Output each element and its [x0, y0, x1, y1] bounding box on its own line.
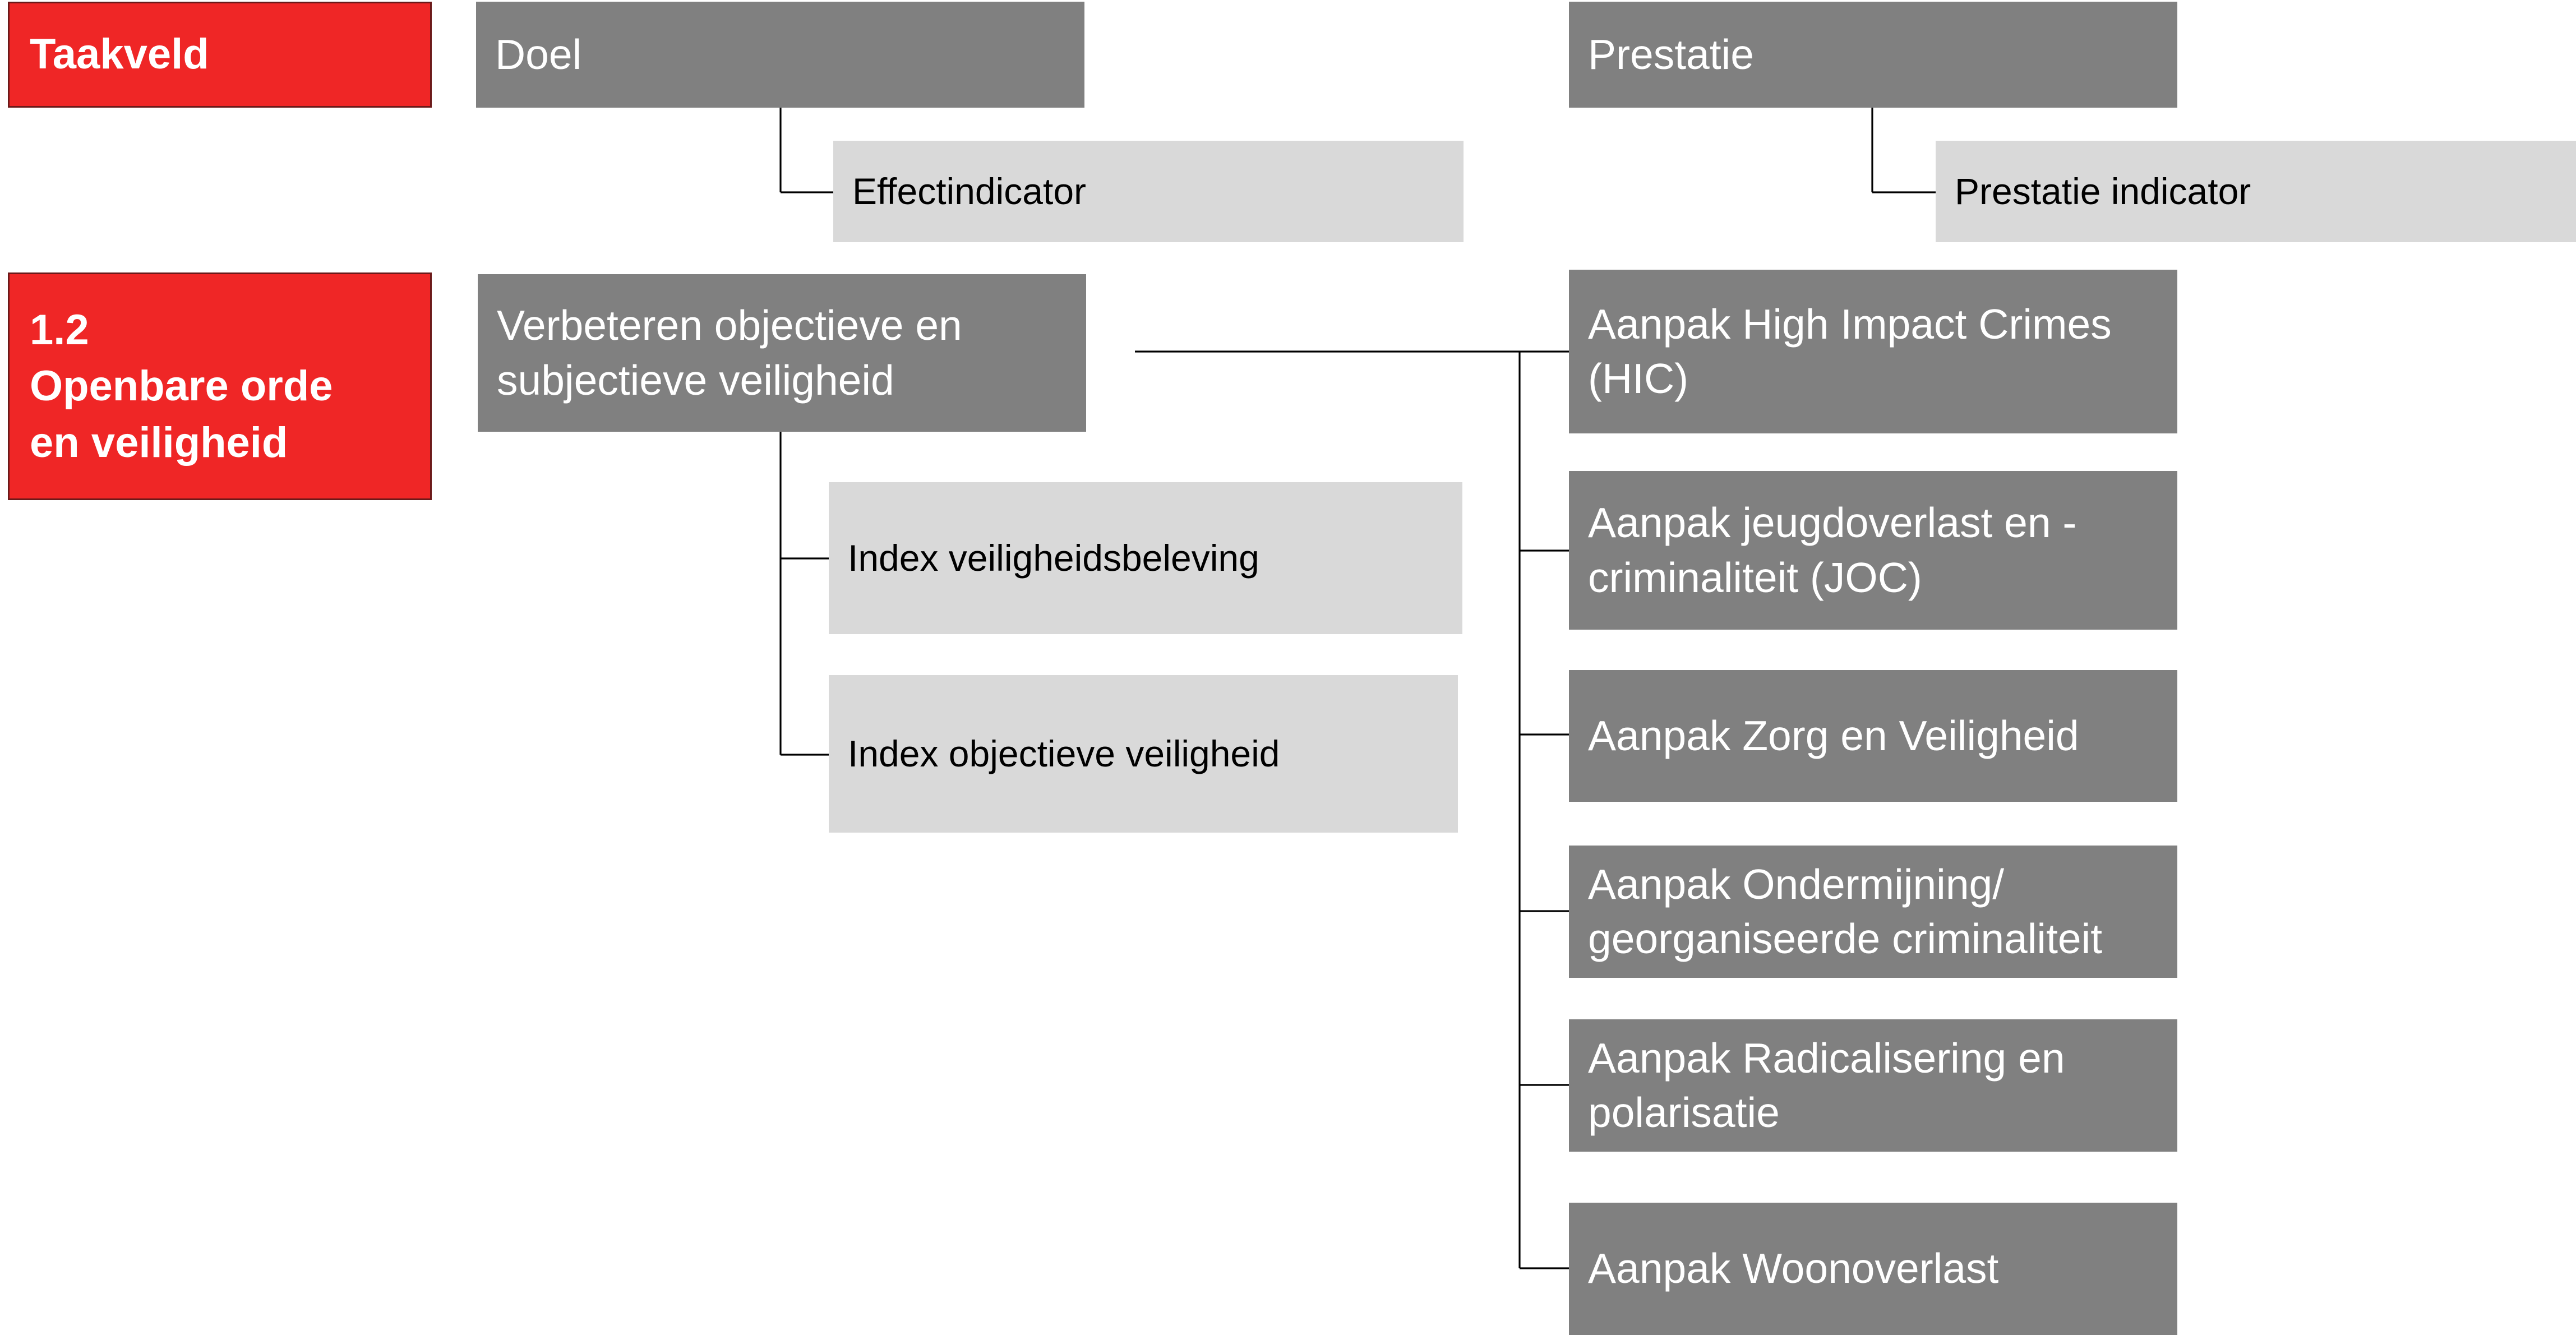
prestatie-item: Aanpak Woonoverlast	[1569, 1203, 2177, 1335]
effectindicator-item: Index objectieve veiligheid	[829, 675, 1458, 833]
prestatie-item: Aanpak Zorg en Veiligheid	[1569, 670, 2177, 802]
taakveld-header: Taakveld	[8, 2, 432, 108]
doel-title: Verbeteren objectieve en subjectieve vei…	[478, 274, 1086, 432]
prestatie-item: Aanpak jeugdoverlast en - criminaliteit …	[1569, 471, 2177, 630]
effectindicator-item: Index veiligheidsbeleving	[829, 482, 1462, 634]
taakveld-title: 1.2 Openbare orde en veiligheid	[8, 272, 432, 500]
prestatie-item: Aanpak Radicalisering en polarisatie	[1569, 1019, 2177, 1152]
prestatie-indicator-header: Prestatie indicator	[1936, 141, 2576, 242]
doel-header: Doel	[476, 2, 1084, 108]
prestatie-item: Aanpak High Impact Crimes (HIC)	[1569, 270, 2177, 433]
prestatie-header: Prestatie	[1569, 2, 2177, 108]
effectindicator-header: Effectindicator	[833, 141, 1464, 242]
prestatie-item: Aanpak Ondermijning/ georganiseerde crim…	[1569, 846, 2177, 978]
